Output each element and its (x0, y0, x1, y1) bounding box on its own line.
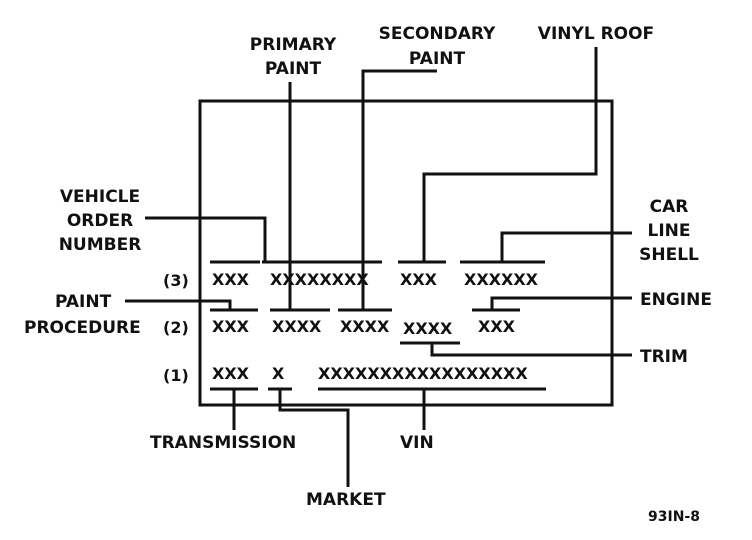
label-paint-procedure: PAINT PROCEDURE (24, 292, 141, 338)
row1-code-2: X (272, 364, 285, 383)
label-vehicle-order-number: VEHICLE ORDER NUMBER (59, 187, 142, 255)
svg-text:LINE: LINE (648, 221, 691, 241)
row-number-1: (1) (163, 366, 189, 385)
row-number-2: (2) (163, 318, 189, 337)
row1-code-1: XXX (212, 364, 250, 383)
label-car-line-shell: CAR LINE SHELL (639, 197, 699, 265)
row2-code-5: XXX (478, 317, 516, 336)
label-market: MARKET (306, 490, 386, 510)
leader-vinyl-roof (422, 47, 598, 262)
svg-text:PAINT: PAINT (265, 59, 322, 79)
row3-code-2: XXXXXXXX (270, 270, 369, 289)
svg-text:CAR: CAR (650, 197, 689, 217)
label-primary-paint: PRIMARY PAINT (250, 35, 337, 79)
leader-trim (430, 343, 632, 357)
svg-text:PROCEDURE: PROCEDURE (24, 318, 141, 338)
svg-text:PRIMARY: PRIMARY (250, 35, 337, 55)
label-vinyl-roof: VINYL ROOF (538, 24, 654, 44)
row2-code-3: XXXX (340, 317, 390, 336)
svg-text:PAINT: PAINT (55, 292, 112, 312)
row2-code-1: XXX (212, 317, 250, 336)
svg-text:NUMBER: NUMBER (59, 235, 142, 255)
row2-code-4: XXXX (403, 319, 453, 338)
label-transmission: TRANSMISSION (150, 433, 296, 453)
row2-code-2: XXXX (272, 317, 322, 336)
svg-text:VEHICLE: VEHICLE (60, 187, 140, 207)
row1-code-3: XXXXXXXXXXXXXXXXX (318, 364, 528, 383)
svg-text:PAINT: PAINT (409, 49, 466, 69)
row3-code-1: XXX (212, 270, 250, 289)
leader-car-line-shell (500, 231, 632, 262)
svg-text:ORDER: ORDER (67, 211, 133, 231)
leader-secondary-paint (361, 69, 437, 310)
row-number-3: (3) (163, 271, 189, 290)
label-secondary-paint: SECONDARY PAINT (379, 24, 496, 69)
row3-code-3: XXX (400, 270, 438, 289)
svg-text:SHELL: SHELL (639, 245, 699, 265)
leader-engine (490, 296, 632, 310)
figure-id: 93IN-8 (648, 509, 700, 525)
svg-text:SECONDARY: SECONDARY (379, 24, 496, 44)
label-vin: VIN (400, 433, 434, 453)
leader-market (278, 389, 350, 487)
row3-code-4: XXXXXX (464, 270, 539, 289)
label-engine: ENGINE (640, 290, 712, 310)
label-trim: TRIM (640, 347, 688, 367)
plate-outline (198, 99, 614, 407)
leader-vehicle-order-number (145, 216, 267, 262)
leader-paint-procedure (125, 299, 232, 310)
